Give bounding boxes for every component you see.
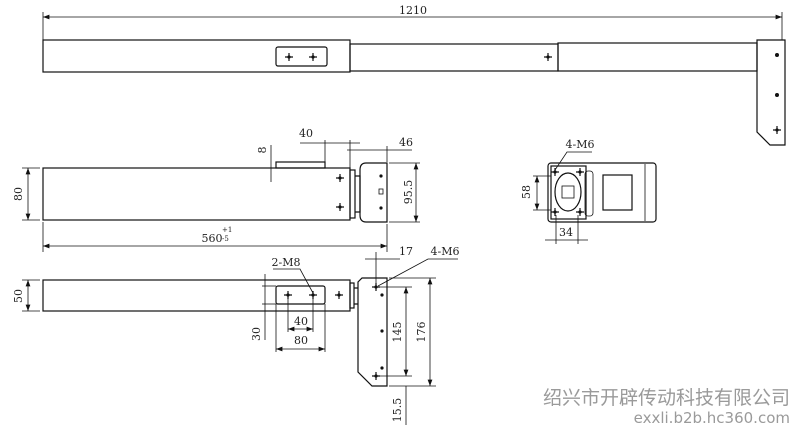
- dim-rib-height: 8: [256, 147, 269, 154]
- dim-rib-offset: 40: [299, 127, 313, 140]
- watermark-site: exxli.b2b.hc360.com: [634, 409, 790, 427]
- dim-hole-spacing: 40: [294, 315, 308, 328]
- watermark-company: 绍兴市开辟传动科技有限公司: [543, 387, 790, 409]
- dim-end-height: 58: [520, 185, 533, 199]
- label-mount-holes: 2-M8: [272, 256, 301, 269]
- dim-height: 80: [12, 187, 25, 201]
- bottom-view: 50 2-M8 30 40 80 17 4-M6 145 176 15.5: [12, 245, 459, 425]
- tolerance-upper: +1: [222, 226, 232, 234]
- dim-plate-width: 30: [250, 327, 263, 341]
- dim-bracket-length: 176: [415, 322, 428, 343]
- dim-width: 50: [12, 289, 25, 303]
- dim-bracket-offset: 17: [399, 245, 413, 258]
- tolerance-lower: -5: [222, 235, 229, 243]
- dim-bracket-edge: 15.5: [391, 398, 404, 423]
- dim-bracket-hole-spacing: 145: [391, 322, 404, 343]
- end-view: 4-M6 58 34: [520, 138, 657, 244]
- dim-plate-length: 80: [294, 334, 308, 347]
- label-bracket-holes: 4-M6: [431, 245, 460, 258]
- watermark: 绍兴市开辟传动科技有限公司 exxli.b2b.hc360.com: [543, 387, 790, 427]
- dim-head-height: 95.5: [402, 180, 415, 205]
- dim-head-length: 46: [399, 136, 413, 149]
- dim-overall-length: 1210: [399, 4, 427, 17]
- dim-end-width: 34: [559, 226, 573, 239]
- side-view: 80 8 40 46 95.5 560 +1 -5: [12, 127, 420, 252]
- dim-retracted-length: 560: [202, 232, 223, 245]
- top-view: 1210: [42, 4, 786, 146]
- label-end-holes: 4-M6: [566, 138, 595, 151]
